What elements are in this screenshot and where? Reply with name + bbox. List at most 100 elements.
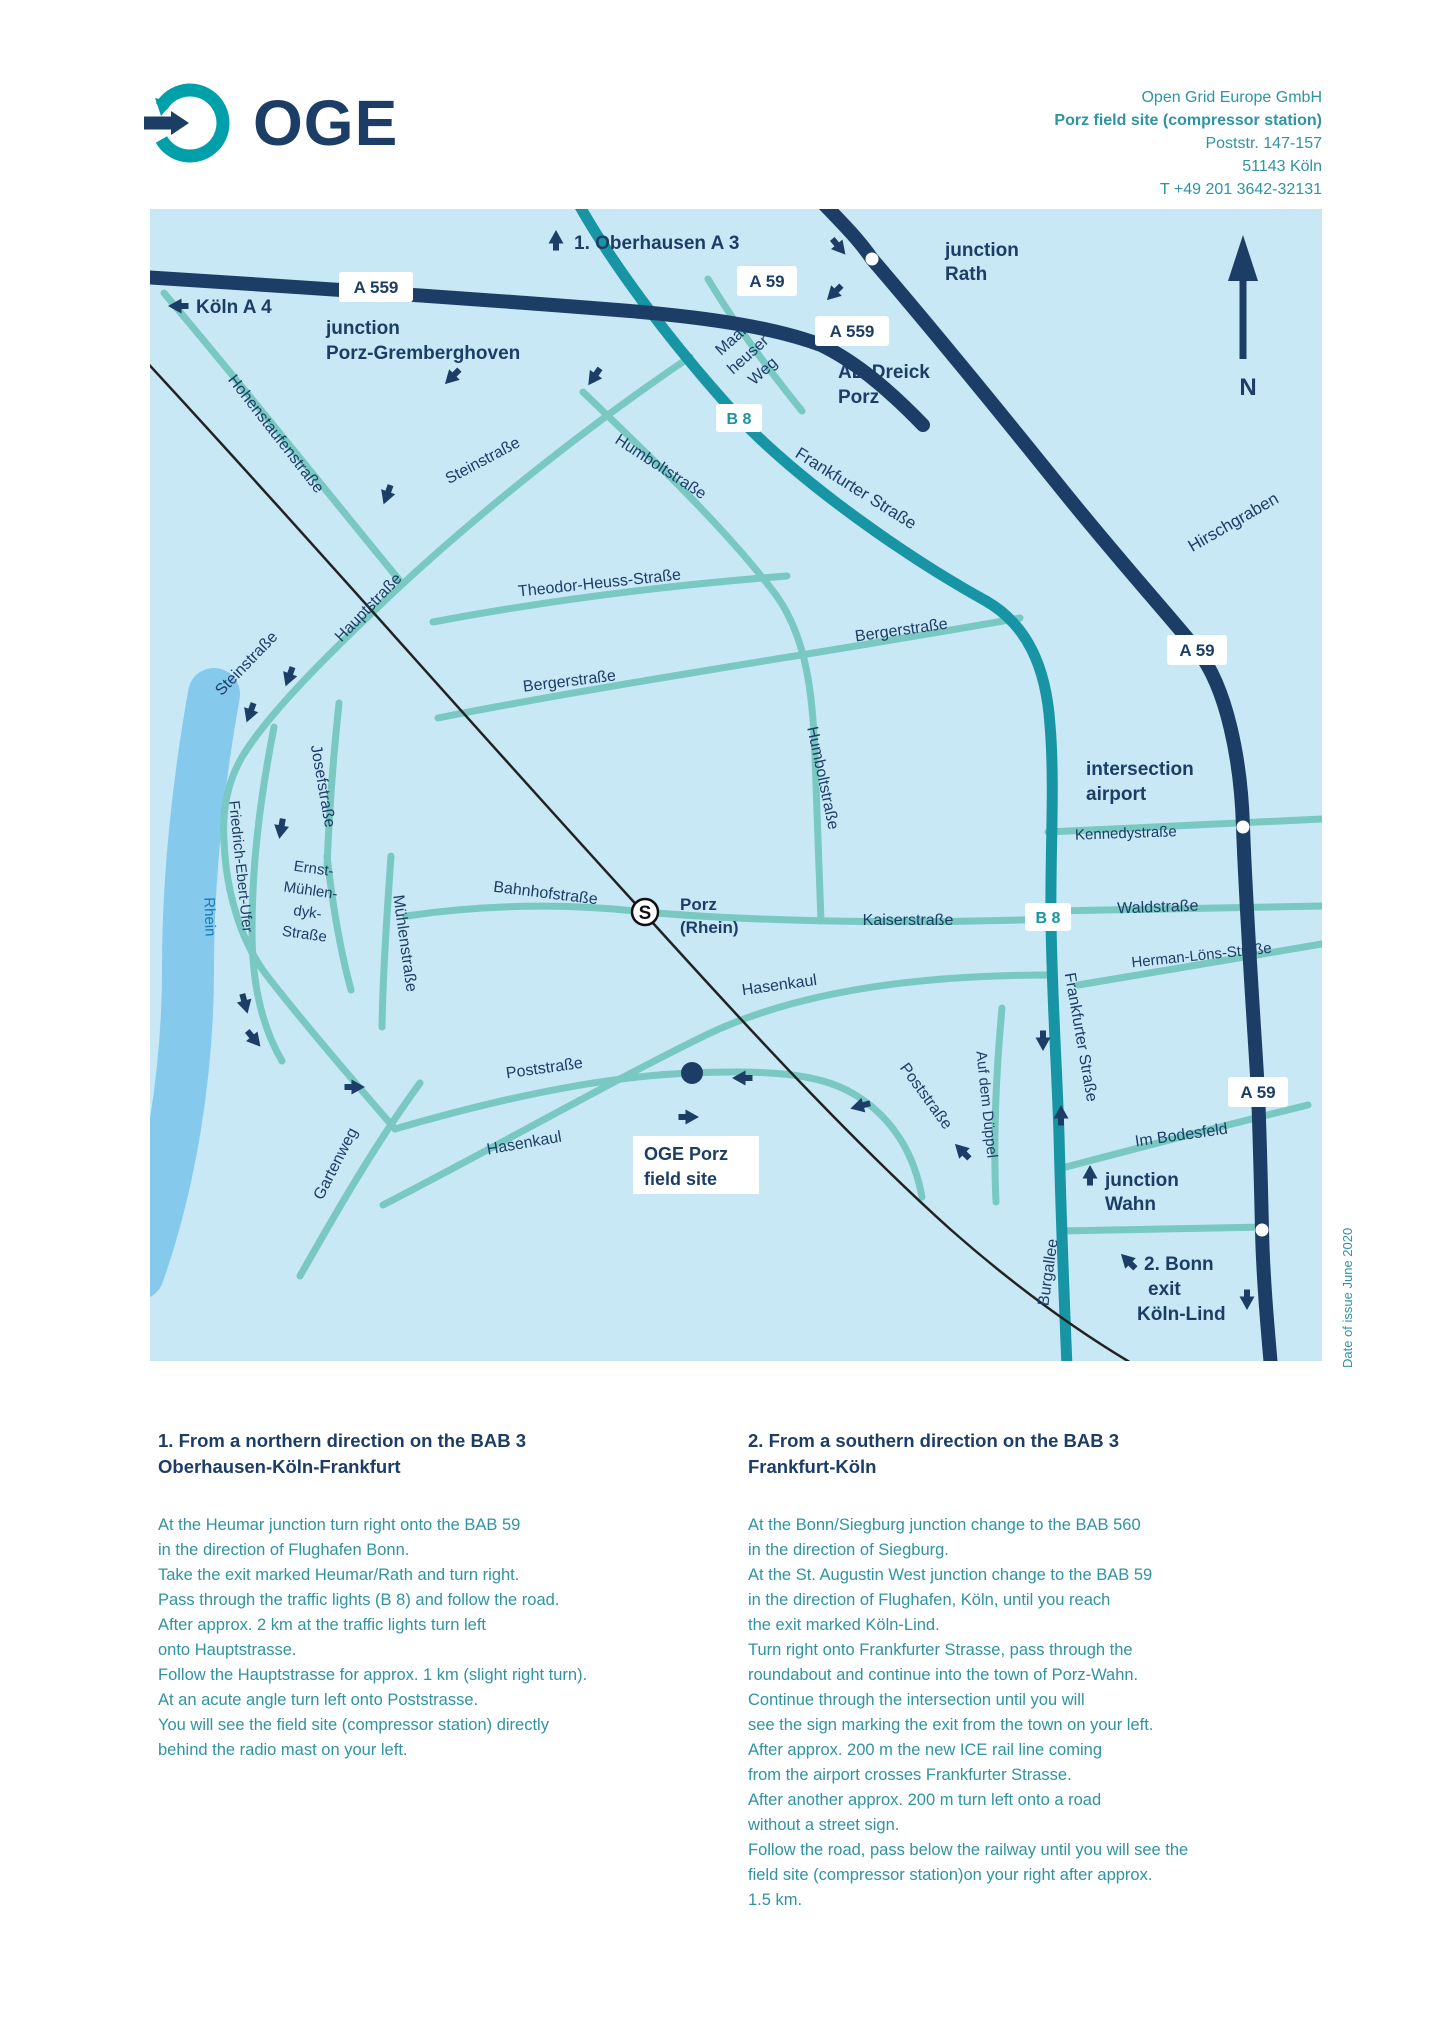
svg-text:A 559: A 559	[830, 322, 875, 341]
directions-north: 1. From a northern direction on the BAB …	[158, 1428, 703, 1763]
svg-text:B 8: B 8	[1036, 910, 1061, 927]
date-of-issue: Date of issue June 2020	[1340, 1227, 1355, 1368]
minor-roads	[160, 275, 1322, 1280]
shield-a59-north: A 59	[737, 266, 797, 296]
directions-north-body: At the Heumar junction turn right onto t…	[158, 1516, 588, 1760]
map-label-hauptstrasse: Hauptstraße	[332, 570, 405, 645]
svg-text:Ernst-: Ernst-	[293, 858, 335, 880]
road-waldstrasse	[1048, 902, 1322, 915]
map-label-humboltstrasse-south: Humboltstraße	[803, 725, 841, 831]
svg-text:A 559: A 559	[354, 278, 399, 297]
map-label-koeln-a4: Köln A 4	[196, 297, 272, 318]
road-im-bodesfeld	[1058, 1101, 1312, 1172]
map-label-burgallee: Burgallee	[1035, 1238, 1061, 1307]
road-hasenkaul	[379, 971, 1052, 1209]
directions-south-body: At the Bonn/Siegburg junction change to …	[748, 1516, 1189, 1910]
junction-rath-dot	[865, 252, 879, 266]
svg-text:A 59: A 59	[1179, 641, 1214, 660]
svg-text:field site: field site	[644, 1169, 717, 1189]
road-auf-dem-dueppel	[991, 1004, 1006, 1206]
railway-line	[150, 363, 1131, 1361]
logo-wordmark: OGE	[253, 87, 399, 159]
map-label-koeln-lind: Köln-Lind	[1137, 1304, 1226, 1325]
site-name: Porz field site (compressor station)	[1054, 112, 1322, 129]
site-marker-icon	[681, 1062, 703, 1084]
road-friedrich-ebert-ufer	[248, 723, 286, 1065]
direction-arrow-icon	[376, 482, 398, 507]
road-kennedystrasse	[1044, 815, 1322, 836]
map-label-frankfurter-strasse-south: Frankfurter Straße	[1061, 971, 1100, 1103]
north-arrow-icon: N	[1228, 235, 1258, 401]
map-label-steinstrasse-top: Steinstraße	[443, 434, 523, 487]
map-label-ab-dreick: Porz	[838, 387, 879, 408]
road-bahnhof-kaiserstrasse	[402, 902, 1056, 926]
map-label-waldstrasse: Waldstraße	[1117, 898, 1199, 918]
directions-north-heading: 1. From a northern direction on the BAB …	[158, 1430, 526, 1477]
map-label-hasenkaul-north: Hasenkaul	[741, 972, 818, 999]
map-label-gremberghoven: junction	[325, 318, 400, 339]
direction-arrow-icon	[949, 1138, 975, 1164]
direction-arrow-icon	[1239, 1289, 1255, 1310]
map-label-poststrasse-west: Poststraße	[505, 1055, 584, 1083]
direction-arrow-icon	[239, 700, 261, 725]
phone-number: T +49 201 3642-32131	[1159, 181, 1322, 198]
shield-b8-north: B 8	[716, 404, 762, 432]
map-label-hirschgraben: Hirschgraben	[1185, 489, 1282, 556]
road-poststrasse	[391, 1068, 926, 1201]
map-label-kaiserstrasse: Kaiserstraße	[863, 912, 954, 929]
map-label-oberhausen: 1. Oberhausen A 3	[574, 233, 739, 254]
direction-arrow-icon	[821, 280, 847, 306]
map-label-porz-rhein: Porz	[680, 895, 717, 914]
map-label-kennedystrasse: Kennedystraße	[1075, 823, 1177, 844]
map-label-ernst-muehlendyk: Ernst- Mühlen- dyk- Straße	[281, 858, 339, 946]
svg-text:OGE Porz: OGE Porz	[644, 1144, 728, 1164]
map-label-intersection-airport: airport	[1086, 784, 1147, 805]
map-label-muehlenstrasse: Mühlenstraße	[389, 894, 419, 993]
direction-arrow-icon	[1115, 1248, 1141, 1274]
map-label-humboltstrasse: Humboltstraße	[612, 432, 709, 503]
shield-a59-mid: A 59	[1167, 635, 1227, 665]
road-muehlenstrasse	[378, 852, 395, 1031]
oge-logo: OGE	[143, 76, 398, 170]
site-callout: OGE Porz field site	[633, 1136, 759, 1194]
road-hauptstrasse	[220, 353, 694, 1133]
direction-arrow-icon	[271, 817, 291, 841]
shield-a559-west: A 559	[339, 272, 413, 302]
road-a559	[150, 270, 930, 432]
direction-arrow-icon	[548, 230, 564, 251]
road-humboltstrasse	[579, 388, 825, 925]
shield-a559-junction: A 559	[815, 316, 889, 346]
map-label-gartenweg: Gartenweg	[311, 1125, 362, 1202]
direction-arrow-icon	[678, 1109, 699, 1125]
map-label-exit: exit	[1148, 1279, 1181, 1300]
map-label-porz-rhein: (Rhein)	[680, 918, 739, 937]
road-hohenstaufenstrasse	[160, 289, 404, 585]
map-canvas: S A 559 A 559 A 59 A 59 A 59	[150, 209, 1322, 1361]
map-label-junction-rath: Rath	[945, 264, 987, 285]
direction-arrow-icon	[582, 364, 607, 390]
map-label-im-bodesfeld: Im Bodesfeld	[1134, 1121, 1229, 1151]
city-address: 51143 Köln	[1242, 158, 1322, 175]
map-label-poststrasse-east: Poststraße	[896, 1060, 955, 1133]
road-wahn-connector	[1056, 1223, 1269, 1235]
svg-text:S: S	[639, 903, 652, 924]
directions-south-heading: 2. From a southern direction on the BAB …	[748, 1430, 1120, 1477]
map-label-bonn: 2. Bonn	[1144, 1254, 1214, 1275]
road-ernst-muehlendyk	[323, 852, 355, 994]
direction-arrow-icon	[1035, 1030, 1051, 1051]
direction-arrow-icon	[439, 364, 465, 390]
map-label-junction-wahn: Wahn	[1105, 1194, 1156, 1215]
address-block: Open Grid Europe GmbH Porz field site (c…	[1054, 86, 1322, 201]
site-map: S A 559 A 559 A 59 A 59 A 59	[150, 209, 1322, 1361]
road-bergerstrasse	[434, 614, 1024, 722]
road-maarheuser-weg	[704, 275, 806, 415]
road-gartenweg	[296, 1079, 424, 1280]
map-label-hohenstaufenstrasse: Hohenstaufenstraße	[224, 372, 327, 497]
map-label-junction-wahn: junction	[1104, 1170, 1179, 1191]
map-label-ab-dreick: AB-Dreick	[838, 362, 930, 383]
svg-text:Straße: Straße	[281, 923, 328, 946]
direction-arrow-icon	[235, 991, 255, 1016]
airport-intersection-dot	[1236, 820, 1250, 834]
road-theodor-heuss	[429, 572, 791, 626]
